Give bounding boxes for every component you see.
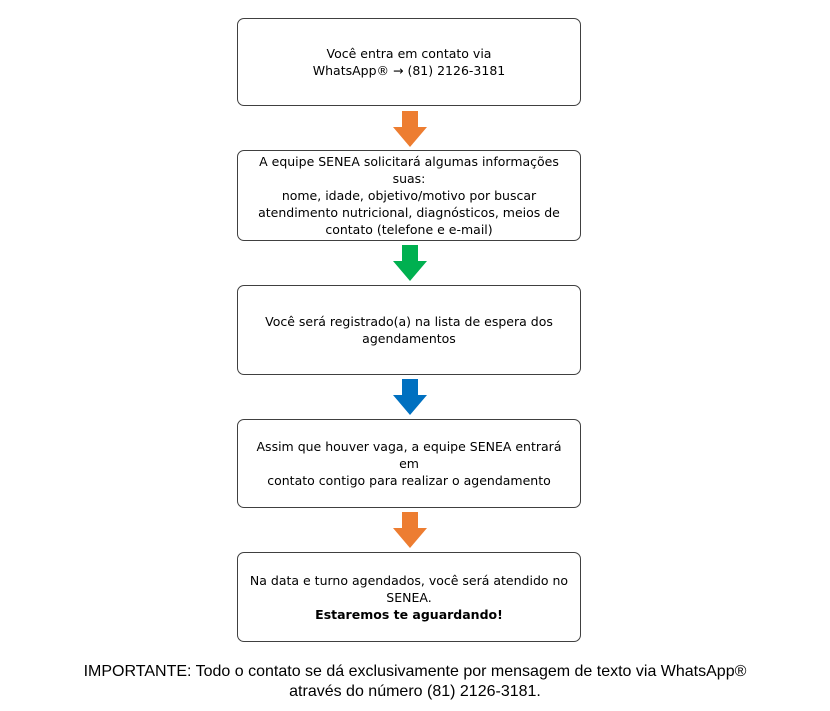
step-4-line-2: contato contigo para realizar o agendame…: [267, 473, 551, 488]
step-4-box: Assim que houver vaga, a equipe SENEA en…: [237, 419, 581, 508]
step-3-line-1: Você será registrado(a) na lista de espe…: [265, 314, 553, 329]
step-5-line-2: SENEA.: [386, 589, 432, 605]
arrow-down-icon: [393, 245, 427, 281]
arrow-down-icon: [393, 512, 427, 548]
step-1-box: Você entra em contato via WhatsApp® → (8…: [237, 18, 581, 106]
important-note-line-1: IMPORTANTE: Todo o contato se dá exclusi…: [83, 663, 747, 680]
step-5-line-1: Na data e turno agendados, você será ate…: [249, 572, 569, 588]
important-note: IMPORTANTE: Todo o contato se dá exclusi…: [20, 662, 810, 702]
step-1-line-1: Você entra em contato via: [326, 46, 492, 61]
arrow-down-icon: [393, 111, 427, 147]
step-4-line-1: Assim que houver vaga, a equipe SENEA en…: [256, 439, 562, 471]
step-5-emphasis: Estaremos te aguardando!: [315, 606, 503, 622]
step-5-box: Na data e turno agendados, você será ate…: [237, 552, 581, 642]
step-3-box: Você será registrado(a) na lista de espe…: [237, 285, 581, 375]
step-2-line-2: atendimento nutricional, diagnósticos, m…: [258, 205, 560, 220]
important-note-line-2: através do número (81) 2126-3181.: [289, 683, 541, 700]
step-2-box: A equipe SENEA solicitará algumas inform…: [237, 150, 581, 241]
step-2-intro: A equipe SENEA solicitará algumas inform…: [259, 154, 559, 186]
step-2-line-3: contato (telefone e e-mail): [325, 222, 493, 237]
arrow-down-icon: [393, 379, 427, 415]
step-2-line-1: nome, idade, objetivo/motivo por buscar: [281, 188, 537, 203]
step-3-line-2: agendamentos: [362, 331, 456, 346]
step-1-line-2: WhatsApp® → (81) 2126-3181: [312, 63, 506, 78]
